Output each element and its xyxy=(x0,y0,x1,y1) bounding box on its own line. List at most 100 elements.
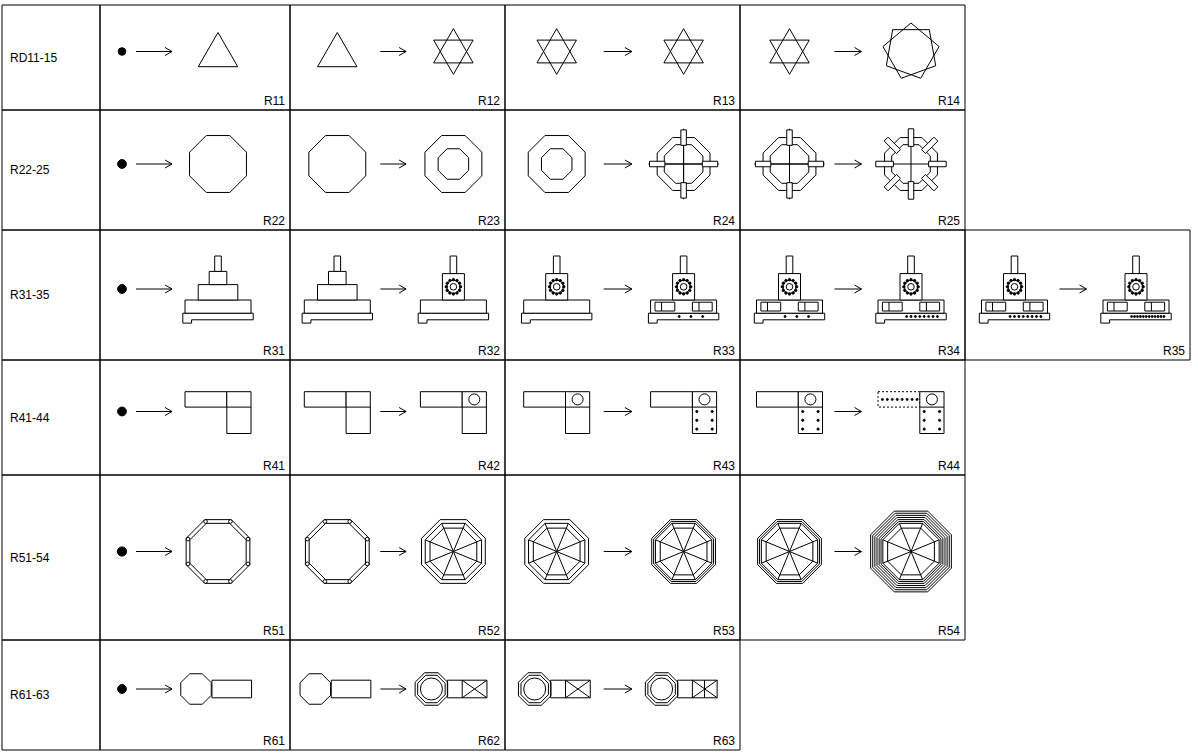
before-figure xyxy=(309,136,366,193)
table-cell xyxy=(290,5,505,110)
table-cell xyxy=(505,360,740,475)
before-figure xyxy=(118,407,127,416)
stage-label: R13 xyxy=(711,94,737,108)
transition-arrow xyxy=(136,408,172,416)
stage-label: R32 xyxy=(476,344,502,358)
before-figure xyxy=(518,673,590,706)
after-figure xyxy=(883,23,939,78)
table-cell xyxy=(505,230,740,360)
transition-arrow xyxy=(604,48,632,56)
table-cell xyxy=(290,110,505,230)
stage-label: R44 xyxy=(936,459,962,473)
table-cell xyxy=(100,5,290,110)
after-figure xyxy=(198,33,237,67)
row-header: R61-63 xyxy=(8,688,51,702)
after-figure xyxy=(664,29,703,75)
table-cell xyxy=(290,230,505,360)
row-header: RD11-15 xyxy=(8,51,59,65)
transition-arrow xyxy=(136,160,172,168)
row-header-cell xyxy=(2,360,100,475)
table-cell xyxy=(740,230,965,360)
stage-label: R34 xyxy=(936,344,962,358)
before-figure xyxy=(118,685,127,694)
table-cell xyxy=(100,360,290,475)
stage-label: R51 xyxy=(261,624,287,638)
after-figure xyxy=(183,256,253,323)
stage-label: R63 xyxy=(711,734,737,748)
before-figure xyxy=(118,160,127,169)
after-figure xyxy=(185,392,251,434)
stage-label: R12 xyxy=(476,94,502,108)
transition-arrow xyxy=(604,160,632,168)
transition-arrow xyxy=(1060,285,1087,293)
after-figure xyxy=(434,29,473,75)
after-figure xyxy=(648,256,718,323)
before-figure xyxy=(300,674,371,704)
stage-label: R11 xyxy=(262,94,287,108)
stage-label: R24 xyxy=(711,214,737,228)
table-cell xyxy=(290,640,505,750)
table-cell xyxy=(965,230,1190,360)
table-cell xyxy=(290,475,505,640)
row-header: R51-54 xyxy=(8,551,51,565)
after-figure xyxy=(648,129,718,199)
before-figure xyxy=(537,29,576,75)
transition-arrow xyxy=(835,408,862,416)
row-header-cell xyxy=(2,475,100,640)
table-cell xyxy=(100,640,290,750)
before-figure xyxy=(528,136,585,193)
table-cell xyxy=(505,110,740,230)
after-figure xyxy=(425,136,482,193)
after-figure xyxy=(651,392,717,434)
stage-label: R53 xyxy=(711,624,737,638)
before-figure xyxy=(754,129,824,199)
after-figure xyxy=(645,673,717,706)
table-cell xyxy=(100,475,290,640)
after-figure xyxy=(878,392,944,434)
stage-label: R31 xyxy=(261,344,287,358)
transition-arrow xyxy=(380,285,406,293)
before-figure xyxy=(117,547,126,556)
before-figure xyxy=(754,256,824,323)
after-figure xyxy=(181,674,252,704)
transition-arrow xyxy=(604,285,632,293)
transition-arrow xyxy=(380,408,406,416)
before-figure xyxy=(522,256,592,323)
table-cell xyxy=(290,360,505,475)
row-header-cell xyxy=(2,5,100,110)
stage-label: R41 xyxy=(261,459,287,473)
after-figure xyxy=(1101,256,1171,323)
before-figure xyxy=(524,392,590,434)
transition-arrow xyxy=(136,285,172,293)
transition-arrow xyxy=(136,48,172,56)
after-figure xyxy=(422,520,486,584)
stage-label: R54 xyxy=(936,624,962,638)
transition-arrow xyxy=(380,160,406,168)
transition-arrow xyxy=(604,685,632,693)
stage-label: R62 xyxy=(476,734,502,748)
table-cell xyxy=(740,475,965,640)
after-figure xyxy=(652,520,716,584)
before-figure xyxy=(758,520,822,584)
table-cell xyxy=(505,640,740,750)
stage-label: R42 xyxy=(476,459,502,473)
stage-label: R23 xyxy=(476,214,502,228)
row-header: R22-25 xyxy=(8,163,51,177)
table-cell xyxy=(505,5,740,110)
stage-label: R25 xyxy=(936,214,962,228)
table-cell xyxy=(100,230,290,360)
transition-arrow xyxy=(835,548,862,556)
transition-arrow xyxy=(136,685,172,693)
before-figure xyxy=(770,29,809,75)
stage-label: R14 xyxy=(936,94,962,108)
transition-arrow xyxy=(835,160,862,168)
after-figure xyxy=(415,673,487,706)
after-figure xyxy=(186,520,250,584)
transition-arrow xyxy=(380,548,406,556)
transition-arrow xyxy=(835,285,862,293)
transition-arrow xyxy=(136,548,172,556)
transition-arrow xyxy=(380,48,406,56)
